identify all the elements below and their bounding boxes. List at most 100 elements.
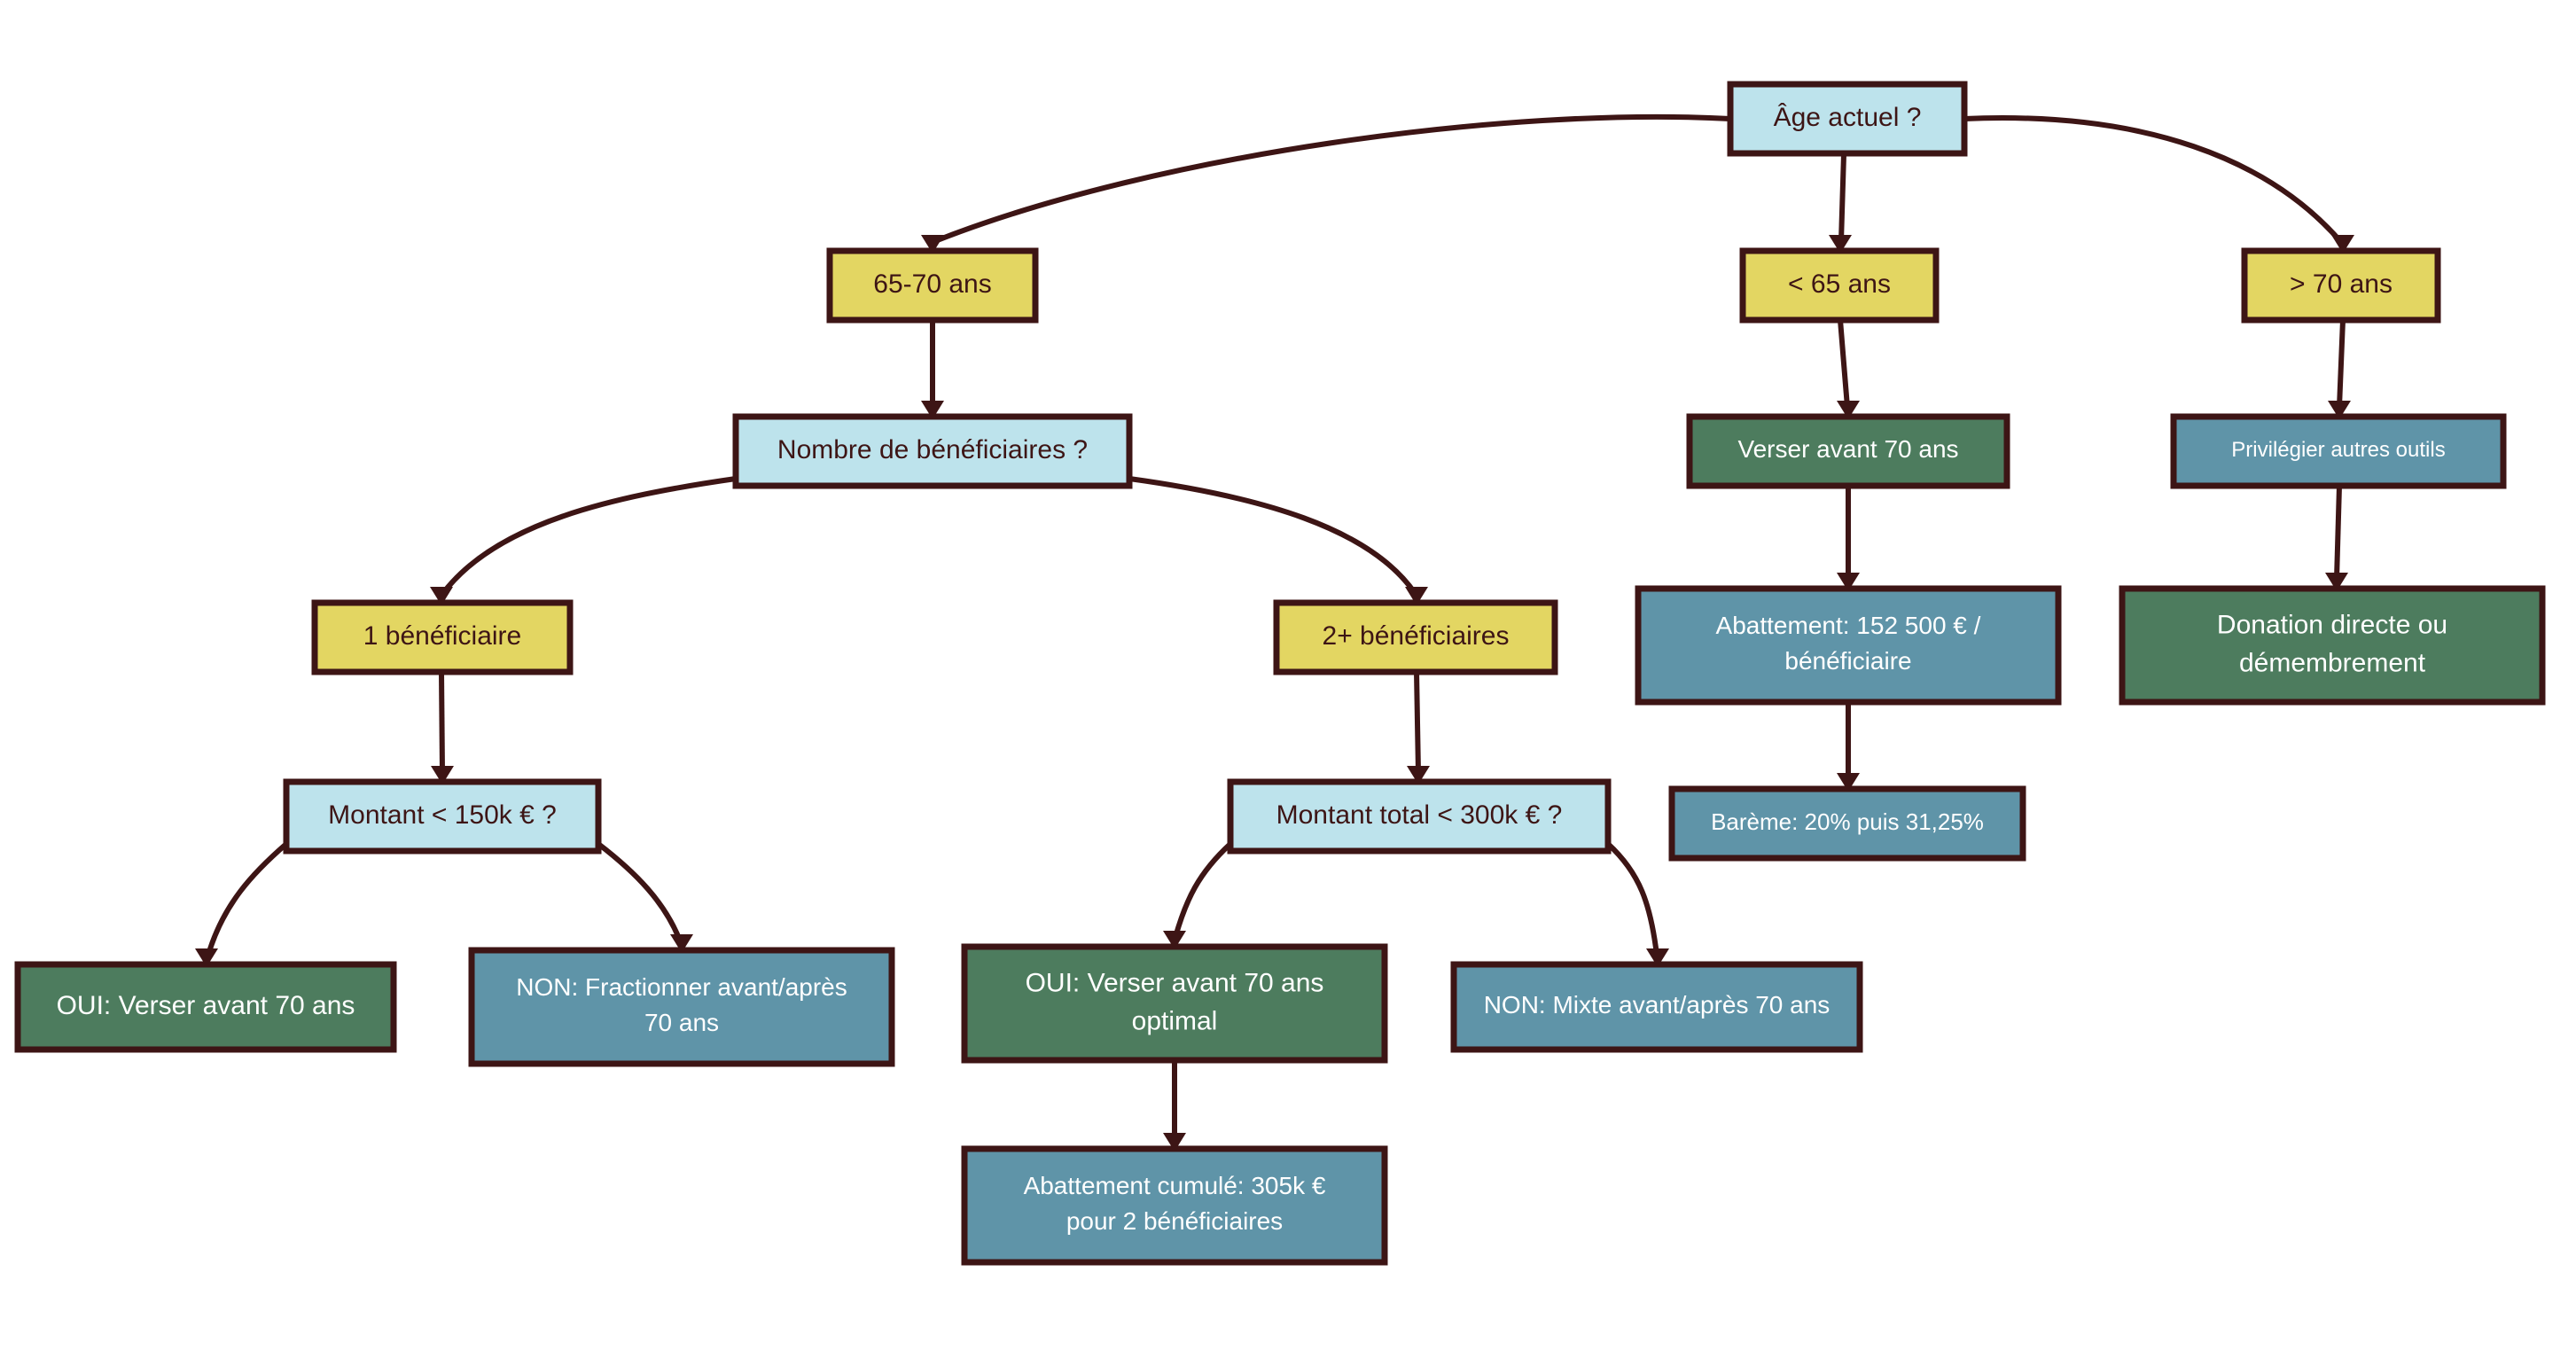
node-box-action bbox=[2119, 585, 2546, 706]
node-box-info bbox=[468, 947, 895, 1067]
node-verser_av70[interactable]: Verser avant 70 ans bbox=[1686, 413, 2010, 489]
node-box-option bbox=[1739, 247, 1940, 324]
node-box-decision bbox=[732, 413, 1133, 489]
node-age_gt_70[interactable]: > 70 ans bbox=[2241, 247, 2441, 324]
node-oui_verser_optimal[interactable]: OUI: Verser avant 70 ans optimal bbox=[961, 943, 1388, 1064]
edge-montant_150k-to-non_fractionner bbox=[597, 841, 683, 942]
node-non_mixte[interactable]: NON: Mixte avant/après 70 ans bbox=[1450, 961, 1863, 1053]
edge-layer bbox=[195, 113, 2354, 1151]
node-label-age: Âge actuel ? bbox=[1774, 103, 1922, 132]
node-box-decision bbox=[283, 778, 602, 855]
node-label-montant_300k: Montant total < 300k € ? bbox=[1276, 800, 1563, 830]
node-label-line: Donation directe ou bbox=[2217, 611, 2447, 640]
node-label-line: Abattement cumulé: 305k € bbox=[1024, 1173, 1326, 1200]
node-box-info bbox=[1450, 961, 1863, 1053]
node-box-info bbox=[2170, 413, 2507, 489]
arrowhead-icon bbox=[1646, 948, 1669, 967]
node-deux_benef[interactable]: 2+ bénéficiaires bbox=[1273, 599, 1558, 675]
node-label-line: Nombre de bénéficiaires ? bbox=[777, 435, 1088, 464]
arrowhead-icon bbox=[1837, 773, 1860, 792]
node-label-line: bénéficiaire bbox=[1784, 647, 1911, 675]
edge-age-to-age_65_70 bbox=[933, 113, 1731, 244]
arrowhead-icon bbox=[1405, 587, 1428, 605]
node-label-line: 70 ans bbox=[644, 1009, 719, 1036]
edge-autres_outils-to-donation bbox=[2334, 485, 2342, 580]
node-abattement_cumule[interactable]: Abattement cumulé: 305k € pour 2 bénéfici… bbox=[961, 1145, 1388, 1266]
node-box-info bbox=[961, 1145, 1388, 1266]
node-label-deux_benef: 2+ bénéficiaires bbox=[1323, 621, 1510, 651]
edge-nb_benef-to-deux_benef bbox=[1128, 476, 1417, 595]
arrowhead-icon bbox=[430, 587, 453, 605]
arrowhead-icon bbox=[2328, 401, 2351, 419]
node-box-action bbox=[14, 961, 397, 1053]
node-montant_150k[interactable]: Montant < 150k € ? bbox=[283, 778, 602, 855]
node-box-action bbox=[961, 943, 1388, 1064]
node-label-age_gt_70: > 70 ans bbox=[2290, 269, 2393, 299]
node-label-line: Montant total < 300k € ? bbox=[1276, 800, 1563, 830]
node-nb_benef[interactable]: Nombre de bénéficiaires ? bbox=[732, 413, 1133, 489]
node-label-abattement_cumule: Abattement cumulé: 305k € pour 2 bénéfici… bbox=[1024, 1173, 1326, 1236]
node-label-line: Privilégier autres outils bbox=[2231, 438, 2445, 462]
edge-montant_150k-to-oui_verser bbox=[206, 841, 288, 956]
arrowhead-icon bbox=[1829, 235, 1852, 254]
arrowhead-icon bbox=[195, 948, 218, 967]
node-label-line: NON: Fractionner avant/après bbox=[516, 974, 847, 1002]
node-label-montant_150k: Montant < 150k € ? bbox=[328, 800, 557, 830]
node-age_65_70[interactable]: 65-70 ans bbox=[826, 247, 1039, 324]
node-label-line: OUI: Verser avant 70 ans bbox=[1026, 969, 1324, 998]
edge-nb_benef-to-un_benef bbox=[441, 476, 737, 595]
node-box-info bbox=[1635, 585, 2062, 706]
node-box-action bbox=[1686, 413, 2010, 489]
node-box-info bbox=[1668, 785, 2026, 862]
node-barème_20[interactable]: Barème: 20% puis 31,25% bbox=[1668, 785, 2026, 862]
node-oui_verser[interactable]: OUI: Verser avant 70 ans bbox=[14, 961, 397, 1053]
arrowhead-icon bbox=[2325, 573, 2348, 591]
node-label-line: < 65 ans bbox=[1788, 269, 1891, 299]
edge-deux_benef-to-montant_300k bbox=[1414, 671, 1421, 773]
arrowhead-icon bbox=[1837, 573, 1860, 591]
node-label-nb_benef: Nombre de bénéficiaires ? bbox=[777, 435, 1088, 464]
edge-age-to-age_gt_70 bbox=[1963, 115, 2343, 243]
node-label-barème_20: Barème: 20% puis 31,25% bbox=[1711, 808, 1984, 835]
node-label-line: Barème: 20% puis 31,25% bbox=[1711, 808, 1984, 835]
node-label-line: OUI: Verser avant 70 ans bbox=[57, 991, 355, 1020]
node-autres_outils[interactable]: Privilégier autres outils bbox=[2170, 413, 2507, 489]
node-abattement_152500[interactable]: Abattement: 152 500 € /bénéficiaire bbox=[1635, 585, 2062, 706]
node-label-oui_verser: OUI: Verser avant 70 ans bbox=[57, 991, 355, 1020]
node-label-line: 65-70 ans bbox=[873, 269, 991, 299]
arrowhead-icon bbox=[1837, 401, 1860, 419]
node-layer: Âge actuel ? 65-70 ans < 65 ans > 70 ansNom… bbox=[14, 81, 2546, 1266]
node-age[interactable]: Âge actuel ? bbox=[1727, 81, 1968, 157]
edge-age_lt_65-to-verser_av70 bbox=[1838, 319, 1850, 408]
node-box-option bbox=[311, 599, 574, 675]
node-label-line: Âge actuel ? bbox=[1774, 103, 1922, 132]
node-label-line: optimal bbox=[1132, 1006, 1218, 1035]
node-label-non_fractionner: NON: Fractionner avant/après 70 ans bbox=[516, 974, 847, 1037]
edge-montant_300k-to-non_mixte bbox=[1605, 841, 1659, 956]
edge-montant_300k-to-oui_verser_optimal bbox=[1173, 841, 1233, 938]
node-age_lt_65[interactable]: < 65 ans bbox=[1739, 247, 1940, 324]
node-label-abattement_152500: Abattement: 152 500 € /bénéficiaire bbox=[1716, 613, 1981, 675]
node-label-non_mixte: NON: Mixte avant/après 70 ans bbox=[1484, 991, 1831, 1018]
node-un_benef[interactable]: 1 bénéficiaire bbox=[311, 599, 574, 675]
node-label-age_65_70: 65-70 ans bbox=[873, 269, 991, 299]
node-montant_300k[interactable]: Montant total < 300k € ? bbox=[1227, 778, 1612, 855]
node-label-line: pour 2 bénéficiaires bbox=[1066, 1207, 1283, 1235]
node-label-line: 2+ bénéficiaires bbox=[1323, 621, 1510, 651]
edge-age_gt_70-to-autres_outils bbox=[2337, 319, 2346, 408]
node-non_fractionner[interactable]: NON: Fractionner avant/après 70 ans bbox=[468, 947, 895, 1067]
arrowhead-icon bbox=[921, 401, 944, 419]
edge-age-to-age_lt_65 bbox=[1838, 153, 1846, 242]
arrowhead-icon bbox=[1407, 766, 1430, 784]
node-box-option bbox=[2241, 247, 2441, 324]
node-box-option bbox=[826, 247, 1039, 324]
arrowhead-icon bbox=[921, 235, 944, 254]
node-label-line: Montant < 150k € ? bbox=[328, 800, 557, 830]
arrowhead-icon bbox=[670, 934, 693, 953]
node-label-un_benef: 1 bénéficiaire bbox=[363, 621, 521, 651]
node-label-age_lt_65: < 65 ans bbox=[1788, 269, 1891, 299]
